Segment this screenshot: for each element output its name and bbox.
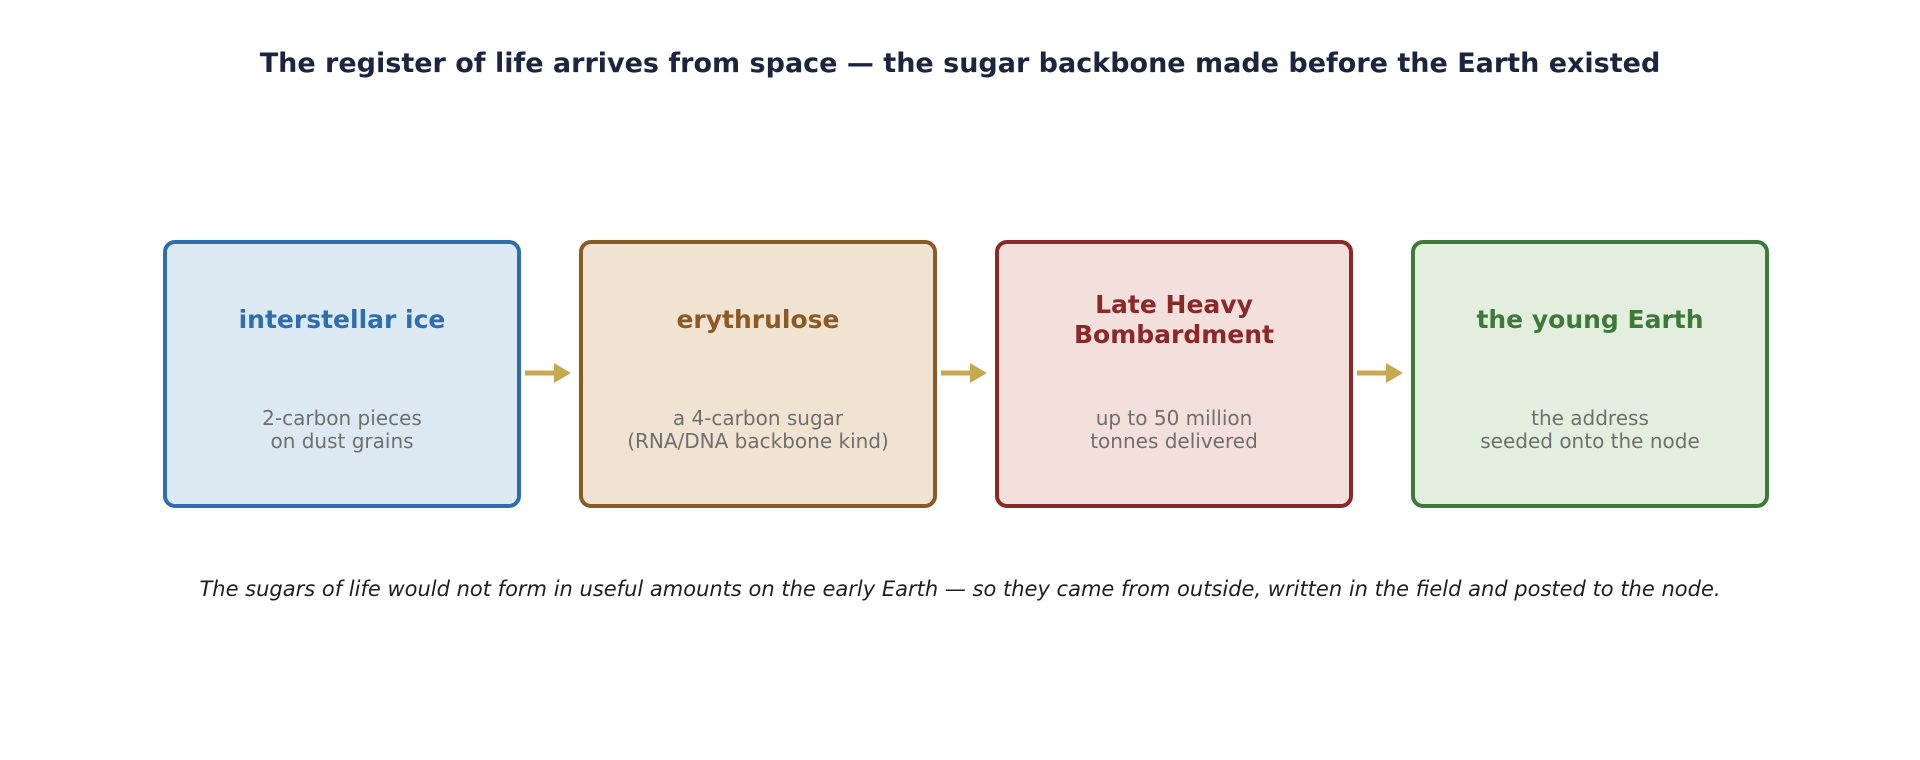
step-box-interstellar-ice: interstellar ice 2-carbon pieces on dust…	[163, 240, 521, 508]
diagram-caption: The sugars of life would not form in use…	[199, 577, 1721, 601]
step-heading: Late Heavy Bombardment	[1073, 290, 1275, 349]
step-heading: interstellar ice	[238, 305, 446, 334]
arrow-right-icon	[941, 363, 987, 383]
arrow-right-icon	[1357, 363, 1403, 383]
step-description: 2-carbon pieces on dust grains	[262, 406, 422, 453]
step-heading: erythrulose	[676, 305, 840, 334]
step-box-erythrulose: erythrulose a 4-carbon sugar (RNA/DNA ba…	[579, 240, 937, 508]
diagram-title: The register of life arrives from space …	[259, 48, 1661, 79]
step-description: the address seeded onto the node	[1480, 406, 1700, 453]
arrow-right-icon	[525, 363, 571, 383]
step-description: a 4-carbon sugar (RNA/DNA backbone kind)	[627, 406, 889, 453]
step-box-late-heavy-bombardment: Late Heavy Bombardment up to 50 million …	[995, 240, 1353, 508]
step-box-the-young-earth: the young Earth the address seeded onto …	[1411, 240, 1769, 508]
step-heading: the young Earth	[1476, 305, 1704, 334]
step-description: up to 50 million tonnes delivered	[1090, 406, 1258, 453]
